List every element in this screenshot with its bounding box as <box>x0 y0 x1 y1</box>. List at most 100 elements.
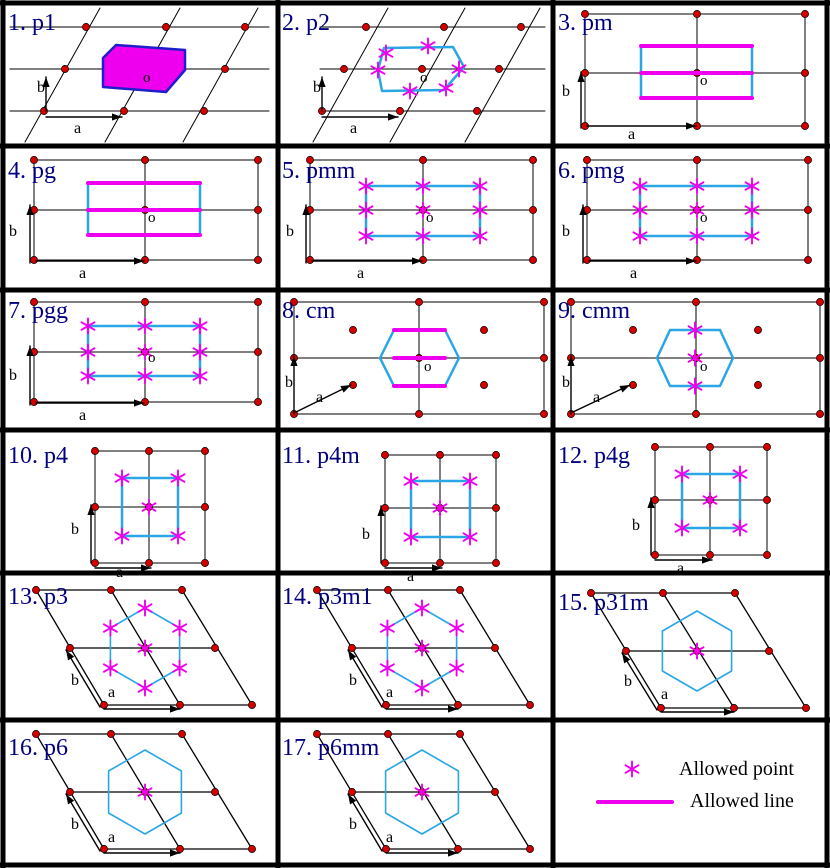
lattice-point <box>651 443 659 451</box>
lattice-point <box>526 701 534 709</box>
b-vector-arrow-head-icon <box>42 77 50 87</box>
allowed-point-icon <box>689 642 705 660</box>
lattice-point <box>340 65 348 73</box>
lattice-point <box>706 443 714 451</box>
allowed-point-icon <box>632 201 648 219</box>
lattice-point <box>384 586 392 594</box>
a-vector-arrow-head-icon <box>141 564 151 572</box>
lattice-point <box>765 647 773 655</box>
grid-line <box>312 7 389 143</box>
lattice-point <box>816 298 824 306</box>
panel-title: 1. p1 <box>8 10 56 36</box>
a-vector-arrow-head-icon <box>412 257 422 265</box>
lattice-point <box>816 354 824 362</box>
a-vector-arrow-head-icon <box>432 564 442 572</box>
allowed-point-icon <box>370 61 386 79</box>
lattice-point <box>529 206 537 214</box>
lattice-point <box>32 586 40 594</box>
lattice-point <box>440 23 448 31</box>
origin-label: o <box>700 73 708 89</box>
a-label: a <box>79 265 86 282</box>
panel-title: 8. cm <box>282 298 336 324</box>
lattice-point <box>581 10 589 18</box>
lattice-point <box>120 107 128 115</box>
lattice-point <box>415 298 423 306</box>
b-vector-arrow <box>42 76 50 112</box>
lattice-point <box>492 504 500 512</box>
panel-title: 17. p6mm <box>282 735 380 761</box>
allowed-point-icon <box>379 619 395 637</box>
lattice-point <box>454 701 462 709</box>
b-label: b <box>632 517 640 534</box>
b-label: b <box>624 673 632 690</box>
panel-title: 7. pgg <box>8 298 68 324</box>
allowed-point-icon <box>379 659 395 677</box>
a-label: a <box>661 686 668 703</box>
panel-title: 10. p4 <box>8 443 68 469</box>
allowed-point-icon <box>378 44 394 62</box>
origin-label: o <box>143 70 151 86</box>
lattice-point <box>162 23 170 31</box>
b-label: b <box>286 223 294 240</box>
lattice-point <box>495 65 503 73</box>
b-label: b <box>37 79 45 96</box>
b-vector-arrow <box>567 355 575 415</box>
a-vector-arrow-head-icon <box>686 257 696 265</box>
a-vector-arrow <box>35 399 145 407</box>
panel-title: 9. cmm <box>558 298 630 324</box>
a-label: a <box>386 684 393 701</box>
lattice-point <box>418 65 426 73</box>
panel-title: 3. pm <box>558 10 613 36</box>
origin-label: o <box>420 70 428 86</box>
origin-label: o <box>426 210 434 226</box>
a-vector-arrow <box>384 564 443 572</box>
lattice-point <box>491 644 499 652</box>
b-vector-arrow-head-icon <box>348 794 357 805</box>
allowed-point-icon <box>415 201 431 219</box>
b-vector-arrow <box>290 355 298 415</box>
origin-label: o <box>700 210 708 226</box>
lattice-point <box>178 586 186 594</box>
a-vector-arrow <box>321 113 399 121</box>
lattice-point <box>381 559 389 567</box>
allowed-point-icon <box>192 343 208 361</box>
a-label: a <box>357 265 364 282</box>
b-vector-arrow-head-icon <box>290 356 298 366</box>
allowed-point-icon <box>687 377 703 395</box>
lattice-point <box>754 326 762 334</box>
allowed-point-icon <box>358 227 374 245</box>
a-label: a <box>108 684 115 701</box>
b-label: b <box>562 83 570 100</box>
lattice-point <box>91 447 99 455</box>
lattice-point <box>201 559 209 567</box>
b-label: b <box>562 374 570 391</box>
allowed-point-icon <box>403 528 419 546</box>
b-vector-arrow-shaft <box>347 793 383 852</box>
allowed-point-icon <box>137 679 153 697</box>
lattice-point <box>290 298 298 306</box>
lattice-point <box>629 326 637 334</box>
grid-line <box>389 7 466 143</box>
b-vector-arrow <box>647 497 655 556</box>
allowed-point-icon <box>438 79 454 97</box>
allowed-point-icon <box>432 499 448 517</box>
b-vector-arrow <box>577 71 585 129</box>
a-vector-arrow-shaft <box>295 384 352 413</box>
panel-title: 14. p3m1 <box>282 584 373 610</box>
lattice-point <box>492 451 500 459</box>
b-label: b <box>313 79 321 96</box>
b-vector-arrow-head-icon <box>66 650 75 661</box>
panel-title: 5. pmm <box>282 158 356 184</box>
lattice-point <box>491 788 499 796</box>
a-label: a <box>116 564 123 581</box>
a-vector-arrow-head-icon <box>340 385 351 393</box>
allowed-point-icon <box>137 367 153 385</box>
lattice-point <box>763 551 771 559</box>
origin-label: o <box>148 210 156 226</box>
lattice-point <box>362 23 370 31</box>
lattice-point <box>622 647 630 655</box>
